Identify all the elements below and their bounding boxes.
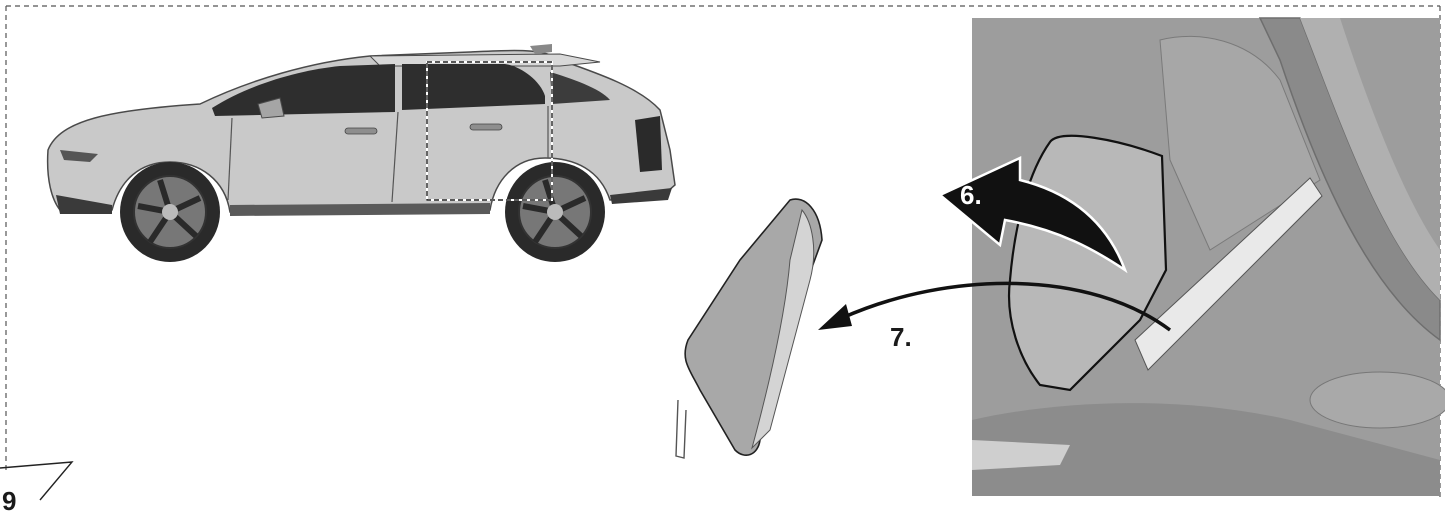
removed-seat-panel-icon [675, 198, 823, 459]
step7-curved-arrow-icon [818, 281, 1172, 332]
figure-tab [0, 461, 74, 501]
step6-curved-arrow-icon [937, 156, 1128, 274]
figure-number: 9 [2, 486, 17, 516]
step7-label: 7. [890, 322, 912, 352]
step6-label: 6. [960, 180, 982, 210]
illustration-frame [0, 5, 1445, 501]
seat-interior-view [972, 17, 1445, 496]
car-side-view-icon [46, 44, 676, 262]
